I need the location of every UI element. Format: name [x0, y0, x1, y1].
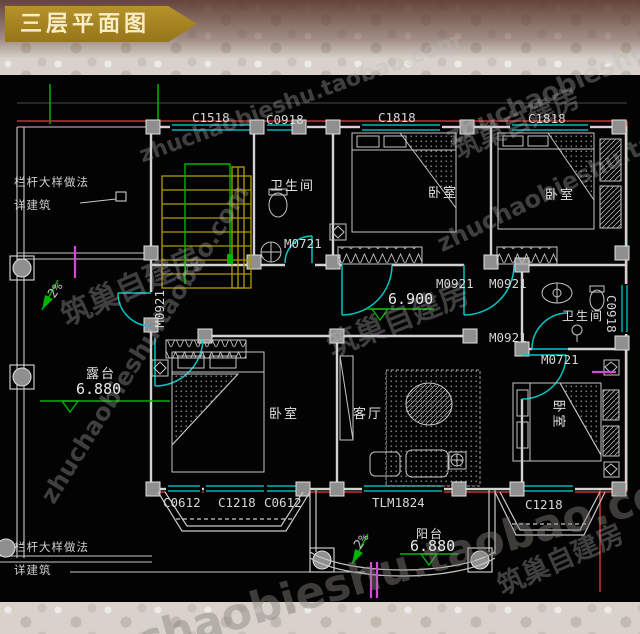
railing-note-bottom-2: 详建筑: [14, 563, 52, 577]
door-label-m0721-top: M0721: [284, 236, 322, 251]
room-label-bed-bottom-right: 卧室: [550, 399, 566, 430]
balcony-level-value: 6.880: [410, 537, 456, 555]
door-label-tlm1824: TLM1824: [372, 495, 425, 510]
frame-bottom: [0, 602, 640, 634]
window-label-c1818-a: C1818: [378, 110, 416, 125]
room-label-bath-right: 卫生间: [562, 309, 605, 323]
room-label-bed-top-mid: 卧室: [428, 186, 459, 201]
door-label-m0921-stair: M0921: [152, 290, 167, 328]
window-label-c0612-b: C0612: [264, 495, 302, 510]
door-label-m0921-b: M0921: [489, 276, 527, 291]
room-label-bed-bottom-left: 卧室: [269, 407, 300, 422]
window-label-c1218-b: C1218: [525, 497, 563, 512]
railing-note-top-2: 详建筑: [14, 198, 52, 212]
door-label-m0921-a: M0921: [436, 276, 474, 291]
door-label-m0921-c: M0921: [489, 330, 527, 345]
terrace-label: 露台: [86, 367, 117, 382]
terrace-level-value: 6.880: [76, 380, 122, 398]
window-label-c0918-right: C0918: [604, 295, 619, 333]
room-label-bed-top-right: 卧室: [545, 188, 576, 203]
railing-note-bottom-1: 栏杆大样做法: [14, 540, 89, 554]
page-title: 三层平面图: [5, 6, 197, 42]
mid-level-value: 6.900: [388, 290, 434, 308]
door-label-m0721-bath: M0721: [541, 352, 579, 367]
room-label-bath-top: 卫生间: [270, 179, 316, 194]
balcony-label: 阳台: [416, 527, 445, 541]
window-label-c0612-a: C0612: [163, 495, 201, 510]
window-label-c0918-top: C0918: [266, 112, 304, 127]
room-label-living: 客厅: [353, 407, 384, 422]
window-label-c1818-b: C1818: [528, 111, 566, 126]
cad-black-canvas: [0, 75, 640, 602]
window-label-c1518: C1518: [192, 110, 230, 125]
railing-note-top-1: 栏杆大样做法: [14, 175, 89, 189]
window-label-c1218-a: C1218: [218, 495, 256, 510]
